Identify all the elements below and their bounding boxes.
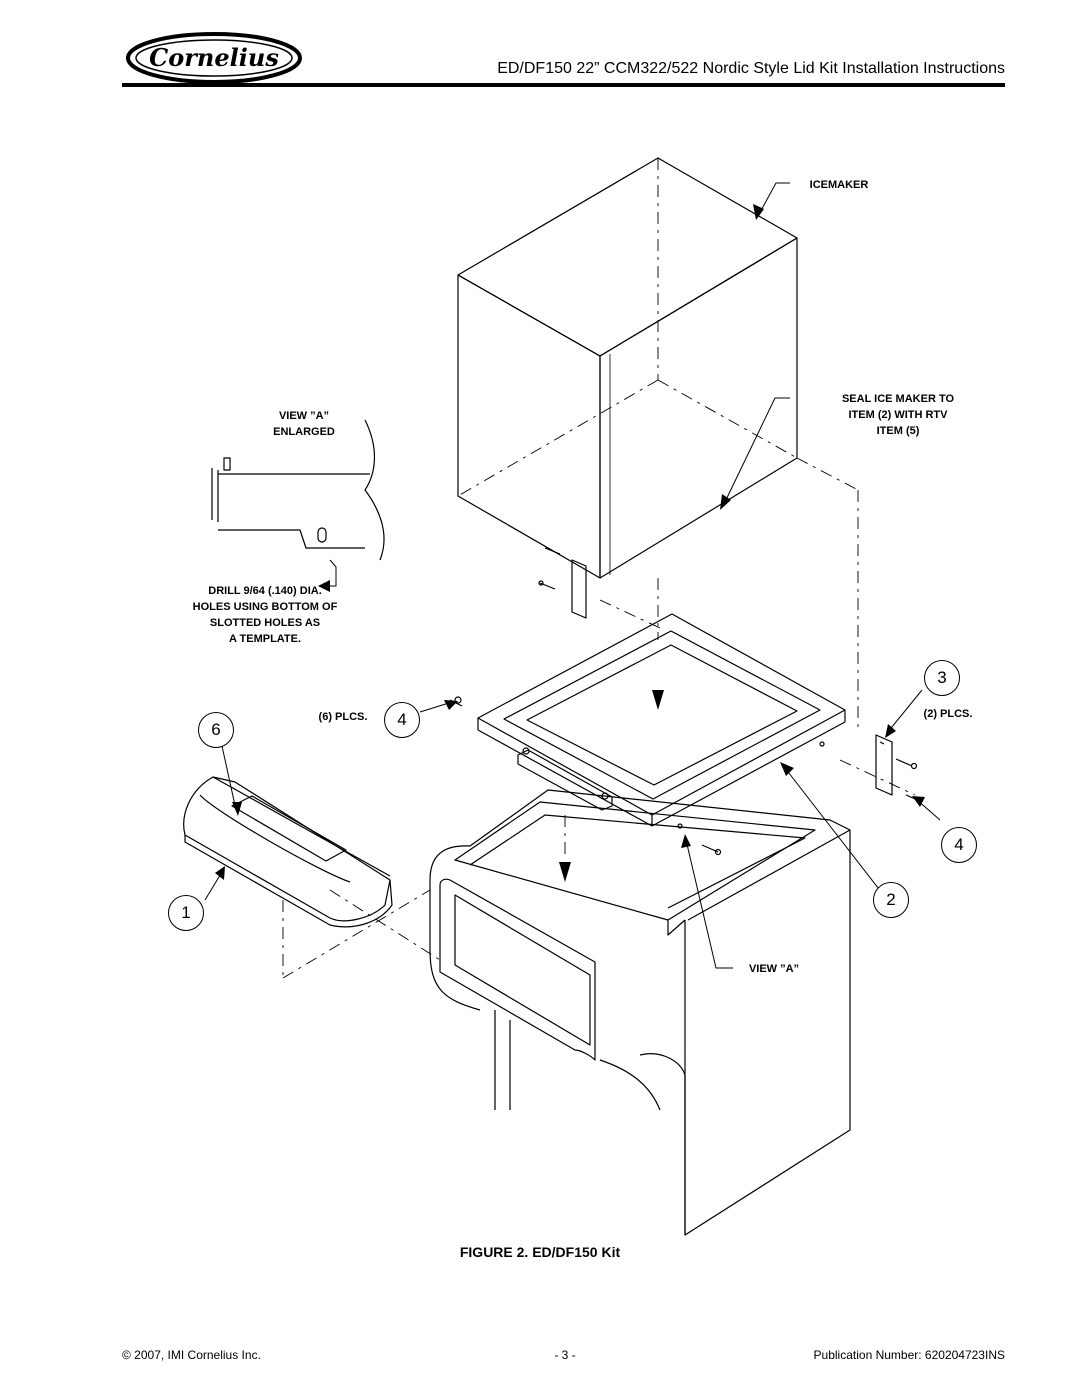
icemaker-box — [457, 157, 798, 619]
callout-item-1: 1 — [168, 895, 204, 931]
callout-item-4-right: 4 — [941, 827, 977, 863]
label-seal-line1: SEAL ICE MAKER TO — [841, 393, 955, 405]
callout-item-2: 2 — [873, 882, 909, 918]
side-bracket — [875, 734, 893, 796]
callout-item-6: 6 — [198, 712, 234, 748]
label-drill-line2: HOLES USING BOTTOM OF — [192, 601, 338, 613]
label-view-a-bottom: VIEW ”A” — [748, 963, 800, 975]
cornelius-logo: Cornelius — [126, 32, 302, 84]
label-icemaker: ICEMAKER — [809, 179, 869, 191]
footer-copyright: © 2007, IMI Cornelius Inc. — [122, 1348, 261, 1362]
label-drill-line4: A TEMPLATE. — [228, 633, 302, 645]
dispenser-cabinet — [429, 789, 851, 1236]
label-seal-line2: ITEM (2) WITH RTV — [848, 409, 948, 421]
footer-page-number: - 3 - — [554, 1348, 576, 1362]
svg-text:Cornelius: Cornelius — [149, 43, 279, 72]
header-rule — [122, 83, 1005, 87]
document-title: ED/DF150 22” CCM322/522 Nordic Style Lid… — [497, 60, 1005, 77]
lid-cover — [183, 776, 393, 928]
label-seal-line3: ITEM (5) — [876, 425, 920, 437]
footer-publication-number: Publication Number: 620204723INS — [813, 1348, 1005, 1362]
callout-item-3: 3 — [924, 660, 960, 696]
label-seal-ice-maker: SEAL ICE MAKER TO ITEM (2) WITH RTV ITEM… — [818, 391, 978, 439]
label-two-plcs: (2) PLCS. — [923, 708, 973, 720]
label-drill-instructions: DRILL 9/64 (.140) DIA. HOLES USING BOTTO… — [140, 583, 390, 647]
label-enlarged: ENLARGED — [273, 426, 335, 438]
view-a-detail — [211, 419, 385, 561]
label-drill-line3: SLOTTED HOLES AS — [209, 617, 321, 629]
figure-caption: FIGURE 2. ED/DF150 Kit — [459, 1244, 621, 1260]
label-six-plcs: (6) PLCS. — [318, 711, 368, 723]
label-view-a-enlarged: VIEW ”A” ENLARGED — [249, 408, 359, 440]
lid-frame — [477, 613, 846, 829]
label-view-a: VIEW ”A” — [278, 410, 330, 422]
callout-item-4-left: 4 — [384, 702, 420, 738]
label-drill-line1: DRILL 9/64 (.140) DIA. — [208, 585, 322, 597]
